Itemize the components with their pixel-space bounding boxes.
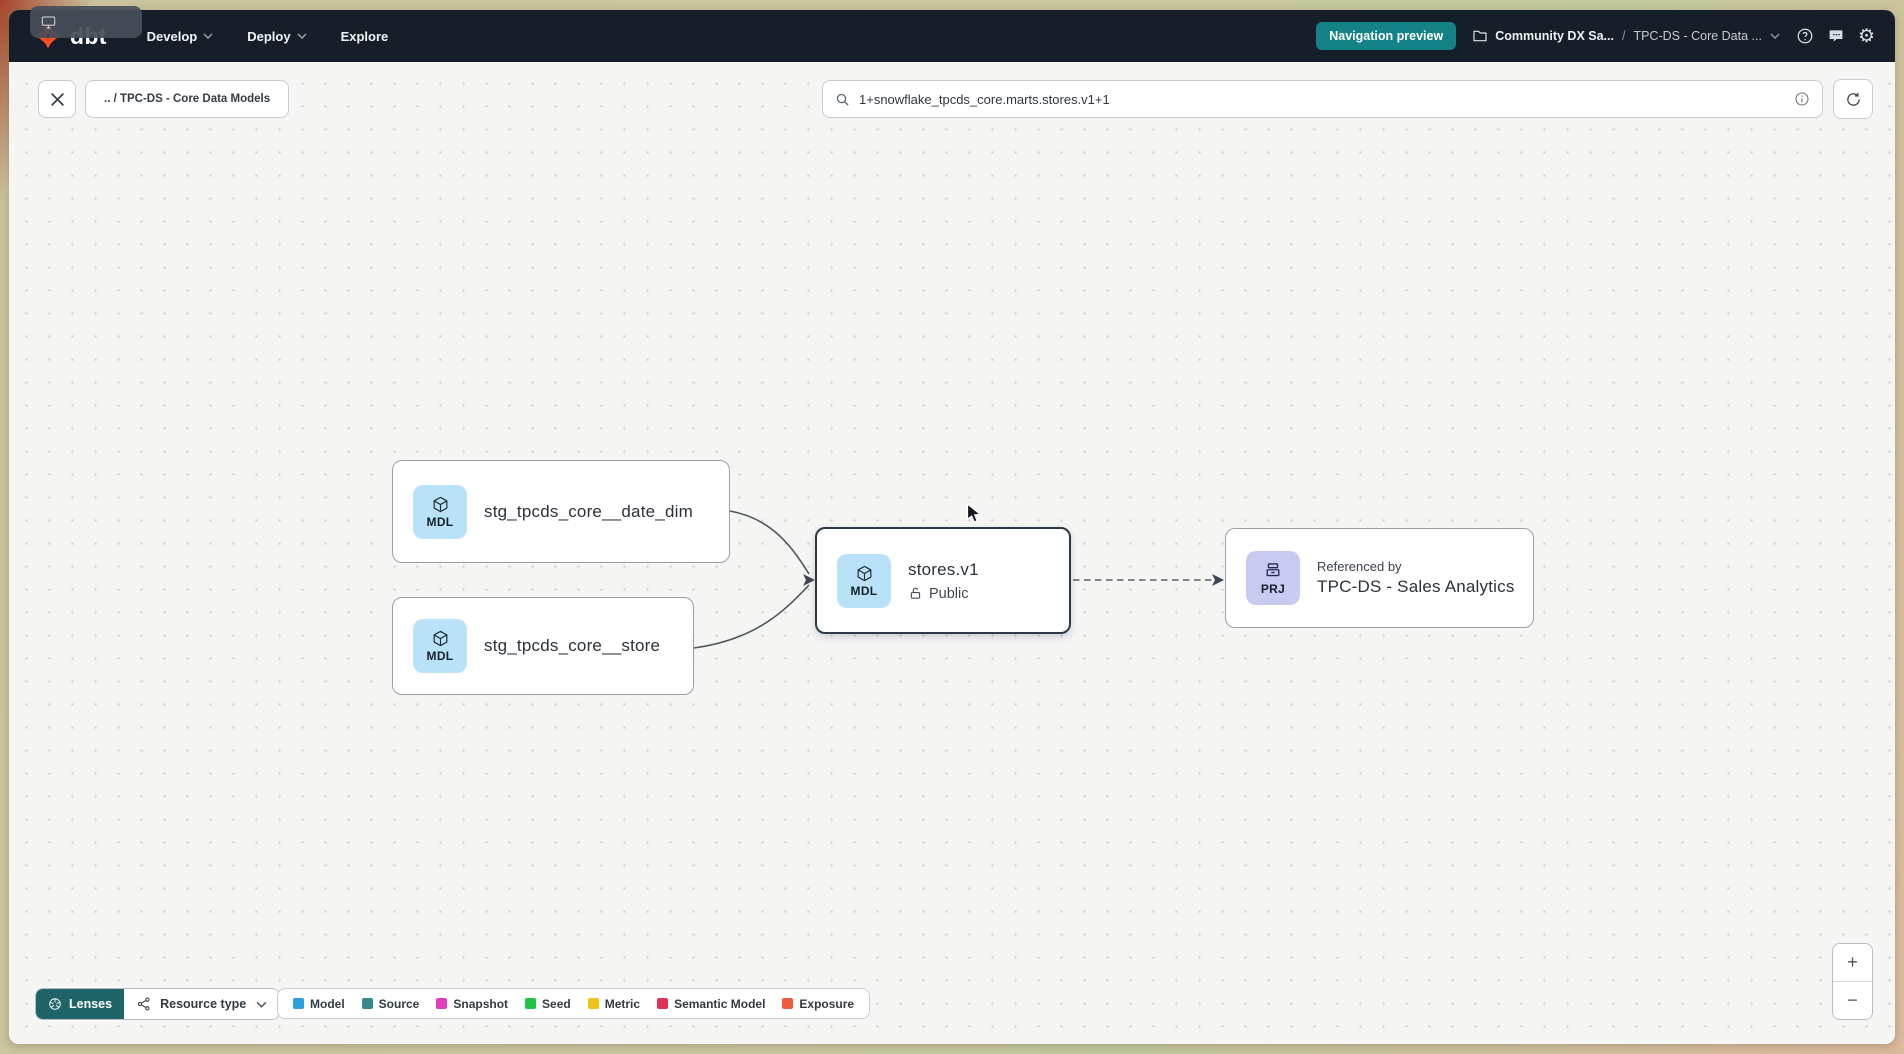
refresh-icon (1845, 91, 1862, 108)
breadcrumb-current[interactable]: TPC-DS - Core Data ... (1633, 29, 1762, 43)
resource-type-label: Resource type (160, 997, 247, 1011)
legend-item-metric: Metric (587, 997, 640, 1011)
node-stores-v1[interactable]: MDL stores.v1 Public (815, 527, 1071, 634)
close-icon (50, 92, 65, 107)
mouse-cursor (966, 502, 984, 530)
badge-label: MDL (426, 649, 454, 663)
nav-menus: Develop Deploy Explore (147, 29, 389, 44)
resource-type-dropdown[interactable]: Resource type (124, 989, 280, 1019)
navbar-icons: ⚙ (1796, 27, 1875, 46)
lenses-control-group: Lenses Resource type (35, 988, 281, 1020)
node-label: TPC-DS - Sales Analytics (1317, 577, 1515, 596)
info-icon[interactable] (1794, 91, 1810, 107)
access-row: Public (908, 586, 979, 602)
gear-icon[interactable]: ⚙ (1857, 25, 1875, 47)
app-window: dbt Develop Deploy Explore Navigation pr… (9, 10, 1895, 1044)
legend-swatch (361, 998, 373, 1009)
breadcrumb-project[interactable]: Community DX Sa... (1472, 28, 1614, 44)
legend-swatch (525, 998, 537, 1009)
node-stg-tpcds-core-store[interactable]: MDL stg_tpcds_core__store (392, 597, 694, 695)
node-kicker: Referenced by (1317, 559, 1402, 574)
lineage-search-bar (822, 80, 1823, 118)
legend-item-snapshot: Snapshot (436, 997, 508, 1011)
badge-label: MDL (850, 583, 878, 598)
legend-swatch (782, 998, 794, 1009)
close-lineage-button[interactable] (38, 80, 76, 118)
node-stg-tpcds-core-date-dim[interactable]: MDL stg_tpcds_core__date_dim (392, 460, 730, 563)
chevron-down-icon (256, 1001, 267, 1008)
legend-item-exposure: Exposure (782, 997, 854, 1011)
folder-icon (1472, 28, 1488, 44)
nav-menu-explore[interactable]: Explore (341, 29, 389, 44)
nav-menu-explore-label: Explore (340, 28, 389, 44)
model-badge: MDL (413, 484, 467, 539)
lineage-path-chip[interactable]: .. / TPC-DS - Core Data Models (85, 80, 290, 118)
nav-menu-develop[interactable]: Develop (147, 29, 214, 44)
archive-icon (1263, 561, 1283, 581)
lens-aperture-icon (48, 997, 62, 1011)
legend-item-semantic-model: Semantic Model (657, 997, 765, 1011)
search-icon (835, 92, 850, 107)
model-badge: MDL (837, 553, 891, 608)
access-label: Public (929, 585, 969, 602)
chevron-down-icon (203, 33, 213, 39)
search-input[interactable] (859, 91, 1785, 107)
nav-menu-develop-label: Develop (146, 28, 198, 44)
lenses-label: Lenses (69, 997, 113, 1011)
model-badge: MDL (413, 619, 467, 673)
zoom-out-button[interactable]: − (1833, 982, 1872, 1019)
resource-type-legend: Model Source Snapshot Seed Metric Semant… (277, 988, 871, 1019)
screen-share-overlay (30, 6, 142, 38)
cube-icon (431, 629, 450, 648)
legend-item-source: Source (361, 997, 419, 1011)
legend-item-seed: Seed (525, 997, 571, 1011)
lineage-canvas[interactable]: MDL stg_tpcds_core__date_dim MDL stg_tpc… (9, 62, 1895, 1044)
legend-item-model: Model (293, 997, 345, 1011)
resource-type-icon (136, 996, 152, 1012)
node-referenced-by-sales-analytics[interactable]: PRJ Referenced by TPC-DS - Sales Analyti… (1225, 528, 1534, 628)
feedback-chat-icon[interactable] (1827, 27, 1845, 45)
chevron-down-icon (297, 33, 307, 39)
chevron-down-icon[interactable] (1770, 33, 1780, 39)
zoom-controls: + − (1832, 943, 1873, 1020)
legend-swatch (436, 998, 448, 1009)
legend-swatch (293, 998, 304, 1009)
navbar-right: Navigation preview Community DX Sa... / … (1316, 22, 1875, 50)
legend-swatch (657, 998, 669, 1009)
node-label: stg_tpcds_core__date_dim (484, 501, 693, 521)
monitor-icon (40, 15, 57, 30)
top-navbar: dbt Develop Deploy Explore Navigation pr… (9, 10, 1895, 62)
zoom-in-button[interactable]: + (1833, 944, 1872, 982)
node-label: stores.v1 (908, 559, 979, 579)
nav-menu-deploy[interactable]: Deploy (247, 28, 307, 44)
nav-menu-deploy-label: Deploy (247, 28, 291, 44)
breadcrumb: Community DX Sa... / TPC-DS - Core Data … (1472, 28, 1780, 44)
lenses-button[interactable]: Lenses (36, 989, 125, 1019)
cube-icon (431, 495, 450, 514)
help-icon[interactable] (1796, 27, 1814, 45)
breadcrumb-separator: / (1621, 29, 1626, 43)
project-badge: PRJ (1246, 551, 1300, 605)
node-label: stg_tpcds_core__store (484, 636, 661, 655)
badge-label: MDL (426, 514, 454, 529)
cube-icon (855, 564, 874, 583)
legend-swatch (587, 998, 599, 1009)
refresh-lineage-button[interactable] (1833, 79, 1873, 119)
breadcrumb-project-label: Community DX Sa... (1495, 29, 1614, 43)
navigation-preview-badge[interactable]: Navigation preview (1316, 22, 1457, 50)
lock-open-icon (908, 586, 923, 601)
badge-label: PRJ (1260, 581, 1286, 596)
